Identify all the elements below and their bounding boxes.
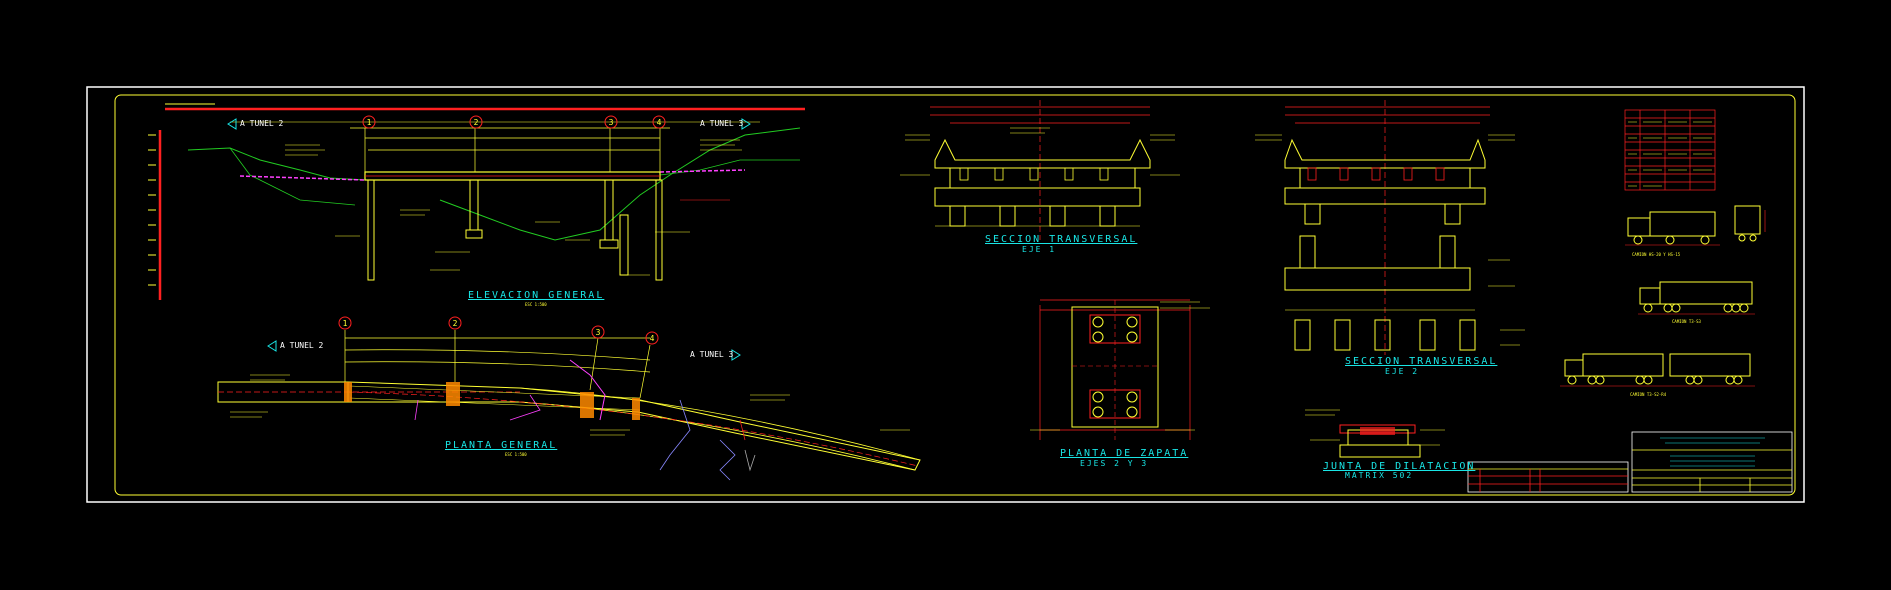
load-table [1624, 109, 1716, 191]
joint-subtitle: MATRIX 502 [1345, 471, 1414, 480]
joint-detail-view [1305, 409, 1445, 458]
truck-hs20-label: CAMION HS-20 Y HS-15 [1632, 252, 1681, 257]
axis-label-3: 3 [609, 118, 614, 127]
elevation-view: 1 2 3 4 [148, 103, 805, 300]
outer-frame [86, 86, 1805, 503]
plan-tunnel-right: A TUNEL 3 [690, 350, 734, 359]
footing-title: PLANTA DE ZAPATA [1060, 448, 1189, 459]
plan-scale: ESC 1:500 [505, 452, 527, 457]
truck-t3s2r4-icon [1560, 353, 1755, 387]
axis-label-2: 2 [474, 118, 479, 127]
elevation-title: ELEVACION GENERAL [468, 290, 605, 301]
truck-t3s3-icon [1638, 281, 1755, 315]
truck-t3s2r4-label: CAMION T3-S2-R4 [1630, 392, 1667, 397]
axis-label-1: 1 [367, 118, 372, 127]
elevation-axis-markers [362, 115, 666, 129]
arrow-right-icon [741, 118, 751, 130]
plan-arrow-left-icon [267, 340, 277, 352]
elevation-scale: ESC 1:500 [525, 302, 547, 307]
joint-title: JUNTA DE DILATACION [1323, 461, 1476, 472]
title-block [1631, 431, 1793, 493]
axis-marker-3 [604, 115, 618, 129]
plan-axis-marker-2 [448, 316, 462, 330]
plan-axis-marker-4 [645, 331, 659, 345]
plan-tunnel-left: A TUNEL 2 [280, 341, 324, 350]
plan-arrow-right-icon [731, 349, 741, 361]
axis-marker-2 [469, 115, 483, 129]
section-eje2-subtitle: EJE 2 [1385, 367, 1420, 376]
section-eje1-subtitle: EJE 1 [1022, 245, 1057, 254]
truck-t3s3-label: CAMION T3-S3 [1672, 319, 1701, 324]
elevation-tunnel-right: A TUNEL 3 [700, 119, 744, 128]
section-eje1-view [900, 100, 1180, 240]
plan-title: PLANTA GENERAL [445, 440, 558, 451]
axis-label-4: 4 [657, 118, 662, 127]
plan-axis-marker-1 [338, 316, 352, 330]
plan-axis-label-3: 3 [596, 328, 601, 337]
axis-marker-1 [362, 115, 376, 129]
section-eje2-view [1255, 100, 1525, 355]
plan-axis-label-2: 2 [453, 319, 458, 328]
footing-plan-view [1030, 299, 1210, 440]
plan-view: 1 2 3 4 [217, 316, 921, 481]
revision-block [1467, 461, 1629, 493]
plan-axis-marker-3 [591, 325, 605, 339]
section-eje1-title: SECCION TRANSVERSAL [985, 234, 1138, 245]
section-eje2-title: SECCION TRANSVERSAL [1345, 356, 1498, 367]
elevation-tunnel-left: A TUNEL 2 [240, 119, 284, 128]
arrow-left-icon [227, 118, 237, 130]
footing-subtitle: EJES 2 Y 3 [1080, 459, 1149, 468]
plan-axis-label-1: 1 [343, 319, 348, 328]
plan-axis-markers [338, 316, 659, 345]
inner-frame [114, 94, 1796, 496]
truck-hs20-icon [1625, 205, 1766, 246]
axis-marker-4 [652, 115, 666, 129]
plan-axis-label-4: 4 [650, 334, 655, 343]
